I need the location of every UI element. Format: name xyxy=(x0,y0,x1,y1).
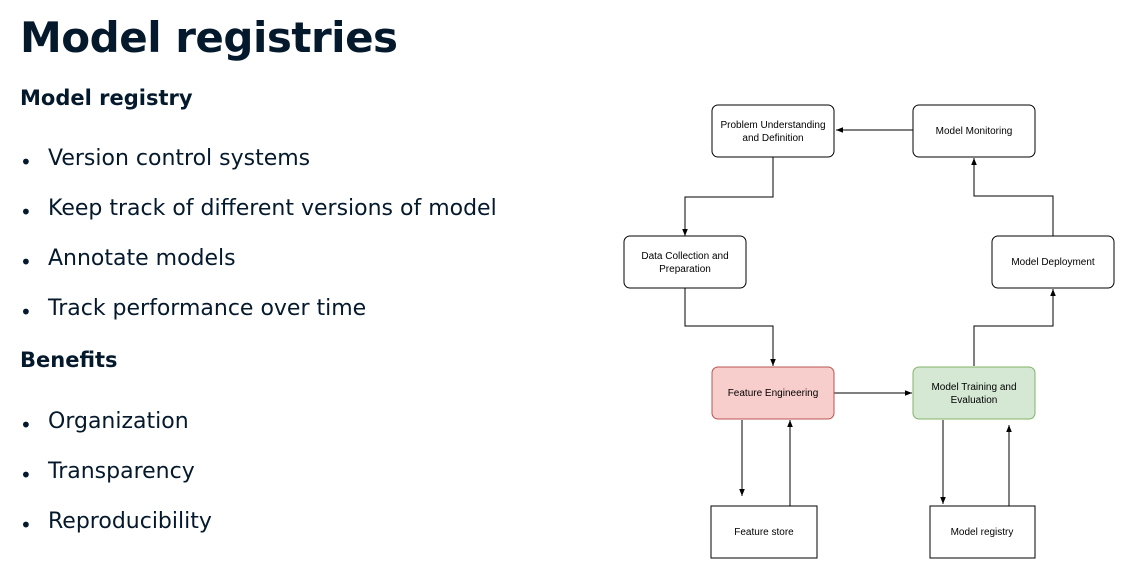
bullet-item: • Track performance over time xyxy=(20,294,497,344)
node-label: Feature Engineering xyxy=(728,388,819,399)
section-heading-benefits: Benefits xyxy=(20,348,118,372)
node-feature-engineering: Feature Engineering xyxy=(711,366,835,420)
bullet-text: Reproducibility xyxy=(48,509,212,534)
node-box xyxy=(912,366,1036,420)
node-problem-understanding: Problem Understanding and Definition xyxy=(711,104,835,158)
node-label: Model registry xyxy=(951,527,1014,538)
bullet-text: Organization xyxy=(48,409,189,434)
bullet-item: • Annotate models xyxy=(20,244,497,294)
ml-lifecycle-diagram: Problem Understanding and Definition Mod… xyxy=(623,104,1115,559)
bullet-text: Version control systems xyxy=(48,146,311,171)
bullet-item: • Keep track of different versions of mod… xyxy=(20,194,497,244)
bullet-dot-icon: • xyxy=(20,513,32,537)
node-label: Evaluation xyxy=(951,395,998,406)
node-data-collection: Data Collection and Preparation xyxy=(623,235,747,289)
node-model-deployment: Model Deployment xyxy=(991,235,1115,289)
bullet-list-benefits: • Organization • Transparency • Reproducibi… xyxy=(20,407,212,557)
node-model-monitoring: Model Monitoring xyxy=(912,104,1036,158)
node-label: Problem Understanding xyxy=(720,120,825,131)
node-label: Feature store xyxy=(734,527,794,538)
edge-deployment-to-monitoring xyxy=(971,158,1054,236)
node-box xyxy=(912,104,1036,158)
edge-training-to-deployment xyxy=(973,289,1056,366)
bullet-item: • Reproducibility xyxy=(20,507,212,557)
node-label: and Definition xyxy=(742,133,803,144)
node-box xyxy=(710,505,818,559)
node-label: Data Collection and xyxy=(641,251,728,262)
node-feature-store: Feature store xyxy=(710,505,818,559)
bullet-item: • Version control systems xyxy=(20,144,497,194)
node-label: Model Monitoring xyxy=(936,126,1013,137)
node-model-training: Model Training and Evaluation xyxy=(912,366,1036,420)
node-box xyxy=(711,104,835,158)
bullet-text: Track performance over time xyxy=(48,296,367,321)
node-label: Model Deployment xyxy=(1011,257,1095,268)
bullet-dot-icon: • xyxy=(20,150,32,174)
node-box xyxy=(929,505,1036,559)
node-label: Model Training and xyxy=(931,382,1016,393)
node-box xyxy=(711,366,835,420)
node-model-registry: Model registry xyxy=(929,505,1036,559)
bullet-item: • Organization xyxy=(20,407,212,457)
node-box xyxy=(623,235,747,289)
slide-title: Model registries xyxy=(20,13,398,62)
bullet-dot-icon: • xyxy=(20,250,32,274)
bullet-list-model-registry: • Version control systems • Keep track of … xyxy=(20,144,497,344)
section-heading-model-registry: Model registry xyxy=(20,86,193,110)
node-box xyxy=(991,235,1115,289)
bullet-text: Transparency xyxy=(48,459,195,484)
bullet-dot-icon: • xyxy=(20,200,32,224)
edge-problem-to-data-collection xyxy=(682,157,774,236)
edge-data-collection-to-feature-engineering xyxy=(684,288,776,366)
bullet-dot-icon: • xyxy=(20,463,32,487)
bullet-item: • Transparency xyxy=(20,457,212,507)
bullet-dot-icon: • xyxy=(20,413,32,437)
bullet-text: Keep track of different versions of mode… xyxy=(48,196,497,221)
node-label: Preparation xyxy=(659,264,711,275)
bullet-text: Annotate models xyxy=(48,246,236,271)
bullet-dot-icon: • xyxy=(20,300,32,324)
